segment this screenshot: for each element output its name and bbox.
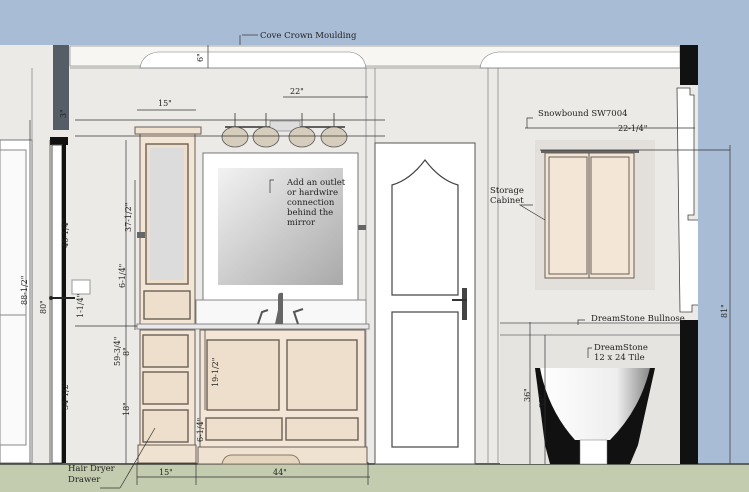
mirror	[202, 152, 359, 301]
dim-soffit: 3"	[59, 109, 68, 118]
soffit-column	[53, 45, 69, 130]
dim-lower-wall: 34-1/2"	[61, 381, 70, 410]
dim-tower-drawer: 6-1/4"	[118, 264, 127, 288]
center-door	[374, 142, 476, 465]
dim-tower-total: 59-3/4"	[113, 337, 122, 366]
door-casing	[676, 87, 701, 313]
storage-cabinet	[535, 140, 655, 290]
linen-tower	[134, 126, 202, 464]
dim-tile-height: 36"	[523, 388, 532, 402]
dim-80: 80"	[39, 300, 48, 314]
dim-tower-width-bottom: 15"	[159, 468, 173, 477]
dim-tower-upper: 37-1/2"	[124, 203, 133, 232]
dim-door-height: 88-1/2"	[20, 276, 29, 305]
freestanding-tub	[535, 368, 655, 465]
callout-storage-line2: Cabinet	[490, 196, 524, 206]
dim-counter-thickness: 1-1/4"	[76, 294, 85, 318]
door-handle-icon	[462, 288, 467, 320]
svg-text:connection: connection	[287, 198, 335, 208]
dim-vanity-door: 19-1/2"	[211, 358, 220, 387]
dim-vanity-drawer: 6-1/4"	[196, 418, 205, 442]
svg-text:Add an outlet: Add an outlet	[286, 178, 346, 188]
crown-moulding	[69, 45, 681, 69]
switch-plate	[71, 279, 91, 295]
svg-text:mirror: mirror	[287, 218, 316, 228]
svg-text:or hardwire: or hardwire	[287, 188, 338, 198]
callout-hair-dryer-line2: Drawer	[68, 475, 101, 485]
dim-lower-18: 18"	[122, 402, 131, 416]
dim-light-offset: 22"	[290, 87, 304, 96]
dim-tower-width-top: 15"	[158, 99, 172, 108]
callout-storage-line1: Storage	[490, 186, 524, 196]
dimension-lines	[29, 34, 731, 489]
dim-81: 81"	[720, 304, 729, 318]
vanity	[136, 292, 370, 465]
callout-tile-line1: DreamStone	[594, 343, 648, 353]
wall-edge	[62, 145, 66, 463]
dim-upper-wall: 46-1/4"	[61, 219, 70, 248]
svg-text:behind the: behind the	[287, 208, 333, 218]
callout-paint-color: Snowbound SW7004	[538, 109, 628, 119]
callout-hair-dryer-line1: Hair Dryer	[68, 464, 116, 474]
dim-drawer-8: 8"	[122, 347, 131, 356]
floor	[0, 463, 749, 492]
callout-crown-moulding: Cove Crown Moulding	[260, 31, 357, 41]
left-door	[0, 139, 33, 464]
dim-crown-height: 6"	[196, 53, 205, 62]
dim-tub-height: 33"	[538, 394, 547, 408]
callout-mirror-note: Add an outlet or hardwire connection beh…	[286, 178, 346, 228]
dim-vanity-width: 44"	[273, 468, 287, 477]
sconce-bracket	[358, 225, 366, 230]
vanity-light-fixture	[221, 113, 348, 148]
callout-bullnose: DreamStone Bullnose	[591, 314, 685, 324]
callout-tile-line2: 12 x 24 Tile	[594, 353, 645, 363]
dim-cabinet-offset: 22-1/4"	[618, 124, 647, 133]
